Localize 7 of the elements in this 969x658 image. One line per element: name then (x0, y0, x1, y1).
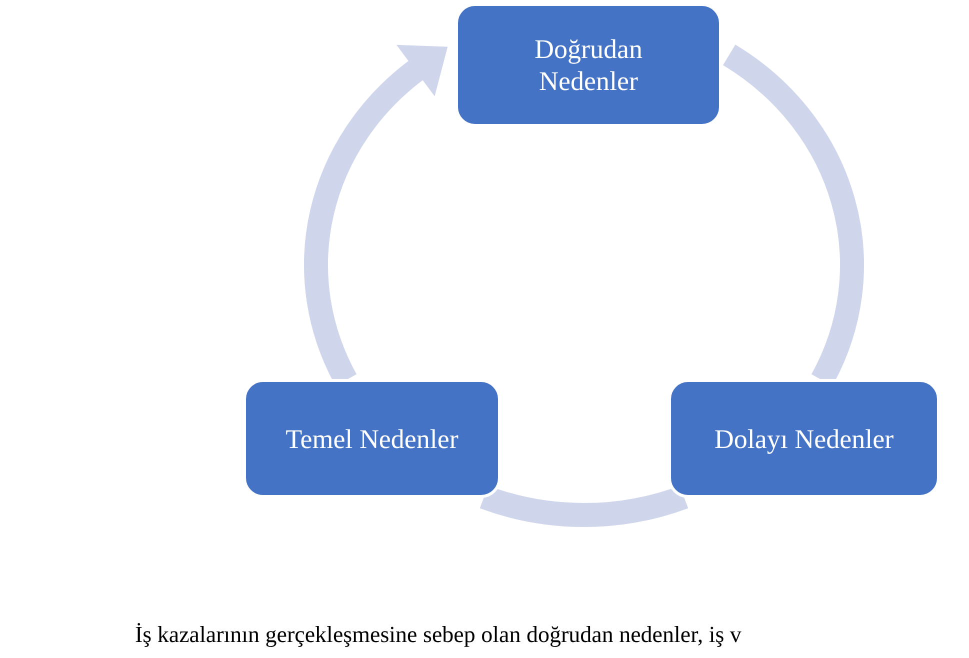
body-text: İş kazalarının gerçekleşmesine sebep olan doğrudan nedenler, iş v (135, 621, 742, 649)
box-label: Dolayı Nedenler (714, 422, 894, 454)
box-label: Temel Nedenler (286, 422, 458, 454)
process-box (455, 3, 722, 127)
box-label: Doğrudan Nedenler (534, 33, 644, 97)
process-box (668, 379, 940, 498)
process-box (243, 379, 501, 498)
